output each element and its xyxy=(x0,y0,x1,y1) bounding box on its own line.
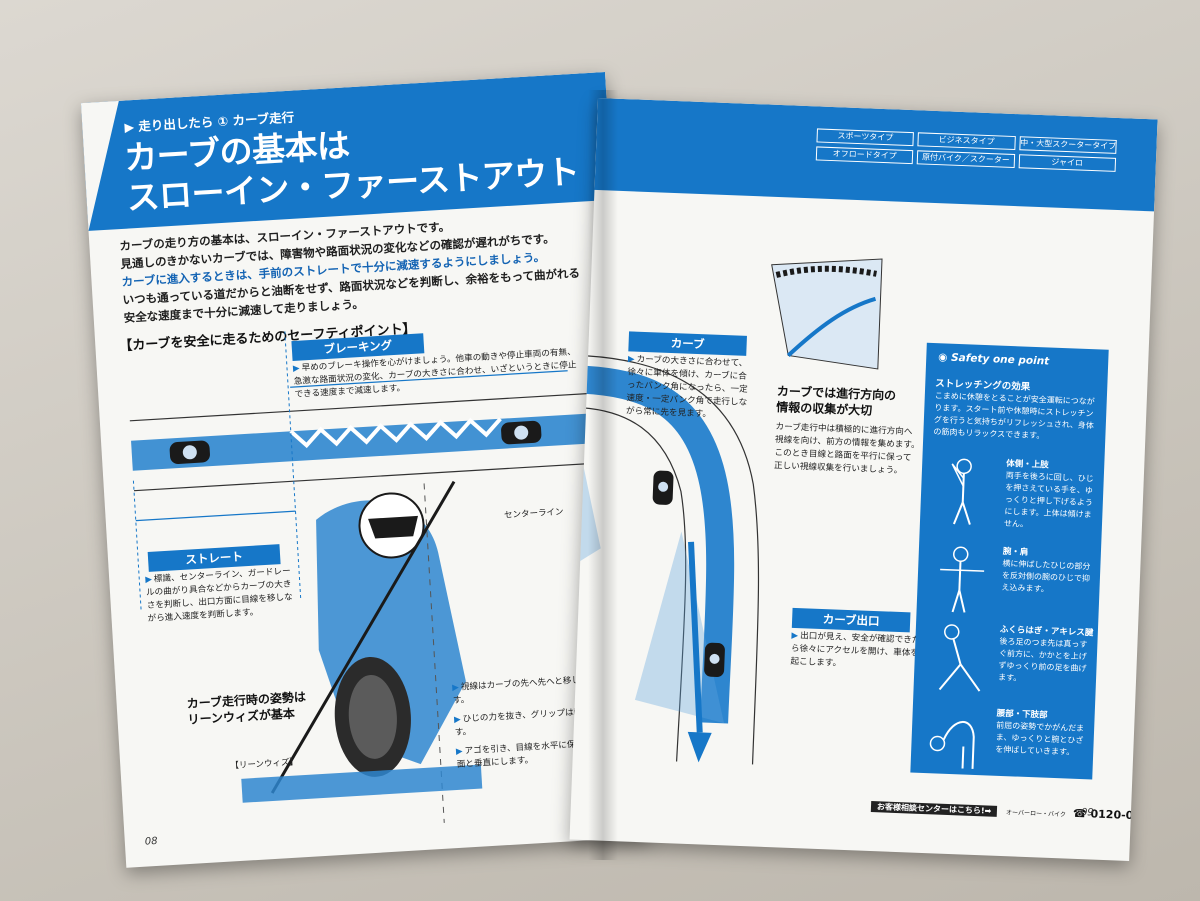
curve-illustration xyxy=(569,258,883,765)
stretch-item-4: 腰部・下肢部 前屈の姿勢でかがんだまま、ゆっくりと腕とひざを伸ばしていきます。 xyxy=(995,708,1085,757)
center-line-marks xyxy=(423,483,445,823)
sight-cone xyxy=(634,531,725,724)
left-page: ▶ 走り出したら ① カーブ走行 カーブの基本は スローイン・ファーストアウト … xyxy=(80,72,651,868)
helpline-reading: オーバーロー・バイク xyxy=(1005,809,1067,819)
motorcycle-top-view-1 xyxy=(169,440,210,464)
guardrail-scene xyxy=(771,258,883,370)
safety-one-point-panel: ◉ Safety one point ストレッチングの効果 こまめに休憩をとるこ… xyxy=(910,342,1109,780)
motorcycle-top-view-2 xyxy=(501,420,542,445)
motorcycle-top-view-3 xyxy=(652,470,674,505)
exit-arrow xyxy=(687,731,712,763)
stretching-body: こまめに休憩をとることが安全運転につながります。スタート前や休憩時にストレッチン… xyxy=(933,391,1095,441)
curve-exit-note: ▶出口が見え、安全が確認できたら徐々にアクセルを開け、車体を起こします。 xyxy=(790,630,921,669)
page-number-right: 09 xyxy=(1080,807,1094,819)
page-number-left: 08 xyxy=(144,835,158,848)
road-illustration xyxy=(129,331,632,823)
safety-one-point-title: ◉ Safety one point xyxy=(938,351,1050,368)
motorcycle-top-view-4 xyxy=(704,642,725,677)
road-surface-strip xyxy=(241,764,483,803)
stretch-figure-1 xyxy=(951,458,972,525)
curve-road-band xyxy=(576,365,735,724)
view-text: カーブ走行中は積極的に進行方向へ視線を向け、前方の情報を集めます。このとき目線と… xyxy=(773,422,920,476)
straight-road-band xyxy=(131,411,632,471)
stretch-item-2: 腕・肩 横に伸ばしたひじの部分を反対側の腕のひじで抑え込みます。 xyxy=(1001,546,1091,594)
stretch-item-3: ふくらはぎ・アキレス腱 後ろ足のつま先は真っすぐ前方に、かかとを上げずゆっくり前… xyxy=(997,624,1094,683)
stretch-figure-2 xyxy=(940,546,985,613)
rider-illustration xyxy=(270,480,466,794)
straight-note: ▶標識、センターライン、ガードレールの曲がり具合などからカーブの大きさを判断し、… xyxy=(145,566,294,625)
lean-axis-line xyxy=(270,480,456,794)
view-heading: カーブでは進行方向の 情報の収集が大切 xyxy=(775,384,897,418)
helmet-icon: ◉ xyxy=(938,351,952,364)
right-page: スポーツタイプ ビジネスタイプ 中・大型スクータータイプ オフロードタイプ 原付… xyxy=(569,98,1158,861)
stretch-figure-3 xyxy=(938,624,981,692)
stretch-item-1: 体側・上肢 両手を後ろに回し、ひじを押さえている手を、ゆっくりと押し下げるように… xyxy=(1003,458,1094,529)
braking-zigzag xyxy=(289,417,502,449)
stretch-figure-4 xyxy=(929,721,975,769)
curve-note: ▶カーブの大きさに合わせて、徐々に車体を傾け、カーブに合ったバンク角になったら、… xyxy=(625,354,748,420)
